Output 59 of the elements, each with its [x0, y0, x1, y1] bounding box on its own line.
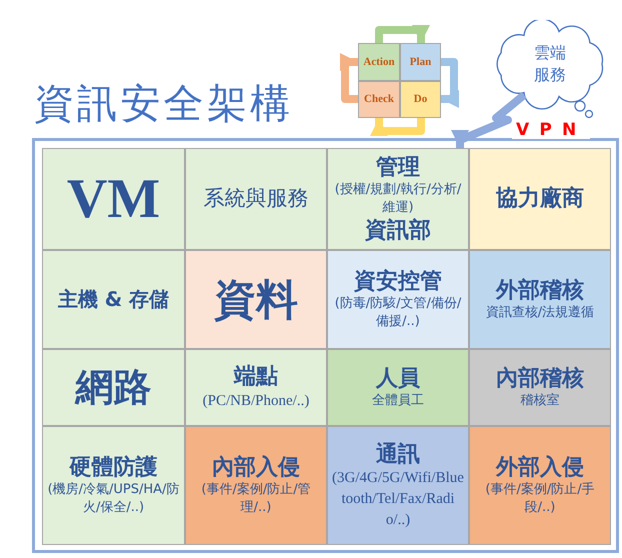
cell-text: Plan [410, 54, 432, 70]
grid-cell [185, 349, 327, 426]
cell-text: Check [364, 92, 394, 108]
cell-text: 硬體防護 [70, 454, 158, 482]
cell-text: Action [363, 54, 395, 70]
pdca-box [358, 81, 400, 118]
cycle-arrow [340, 53, 358, 103]
cell-text: 通訊 [376, 440, 420, 468]
cell-text: 人員 [376, 364, 420, 392]
cell-text: 外部稽核 [496, 276, 584, 304]
cycle-arrow [375, 25, 430, 43]
cell-text: 網路 [76, 364, 152, 411]
grid-cell [185, 250, 327, 349]
cell-text: 資安控管 [354, 268, 442, 296]
grid-cell [469, 426, 611, 545]
grid-cell [327, 426, 469, 545]
cell-text: 資料 [214, 274, 298, 326]
grid-cell [469, 148, 611, 250]
lightning-arrow [451, 91, 528, 148]
cell-text: 資訊查核/法規遵循 [486, 304, 594, 322]
cell-text: (3G/4G/5G/Wifi/Bluetooth/Tel/Fax/Radio/..) [332, 469, 464, 530]
grid-cell [42, 148, 185, 250]
grid-cell [185, 426, 327, 545]
cell-text: Do [414, 92, 428, 108]
grid-cell [42, 426, 185, 545]
grid-cell [469, 349, 611, 426]
cell-text: 內部稽核 [496, 364, 584, 392]
pdca-box [400, 81, 441, 118]
cell-text: 外部入侵 [496, 454, 584, 482]
grid-cell [327, 349, 469, 426]
pdca-box [400, 43, 441, 81]
grid-cell [327, 148, 469, 250]
diagram-title: 資訊安全架構 [34, 84, 294, 124]
cell-text: (事件/案例/防止/手段/..) [484, 481, 596, 518]
pdca-box [358, 43, 400, 81]
cell-text: 管理 [376, 154, 420, 182]
cell-text: 主機 & 存儲 [58, 286, 170, 313]
cell-text: (機房/冷氣/UPS/HA/防火/保全/..) [47, 481, 180, 518]
cycle-arrow [370, 118, 425, 136]
cell-text: 資訊部 [365, 216, 431, 244]
grid-cell [42, 250, 185, 349]
grid-cell [42, 349, 185, 426]
edge-label: VPN [512, 122, 590, 139]
cell-text: 全體員工 [372, 392, 424, 410]
cell-text: 協力廠商 [496, 185, 584, 213]
cell-text: (PC/NB/Phone/..) [202, 392, 310, 411]
grid-cell [185, 148, 327, 250]
cell-text: (防毒/防駭/文管/備份/備援/..) [334, 295, 462, 332]
cell-text: 內部入侵 [212, 454, 300, 482]
grid-cell [469, 250, 611, 349]
cycle-arrow [441, 58, 459, 108]
cell-text: 稽核室 [520, 392, 560, 410]
grid-cell [327, 250, 469, 349]
cell-text: VM [66, 171, 160, 227]
cell-text: 端點 [234, 362, 278, 390]
cell-text: 系統與服務 [204, 185, 308, 212]
cell-text: 雲端服務 [533, 42, 567, 86]
cell-text: (事件/案例/防止/管理/..) [200, 481, 312, 518]
cell-text: (授權/規劃/執行/分析/維運) [334, 181, 462, 217]
